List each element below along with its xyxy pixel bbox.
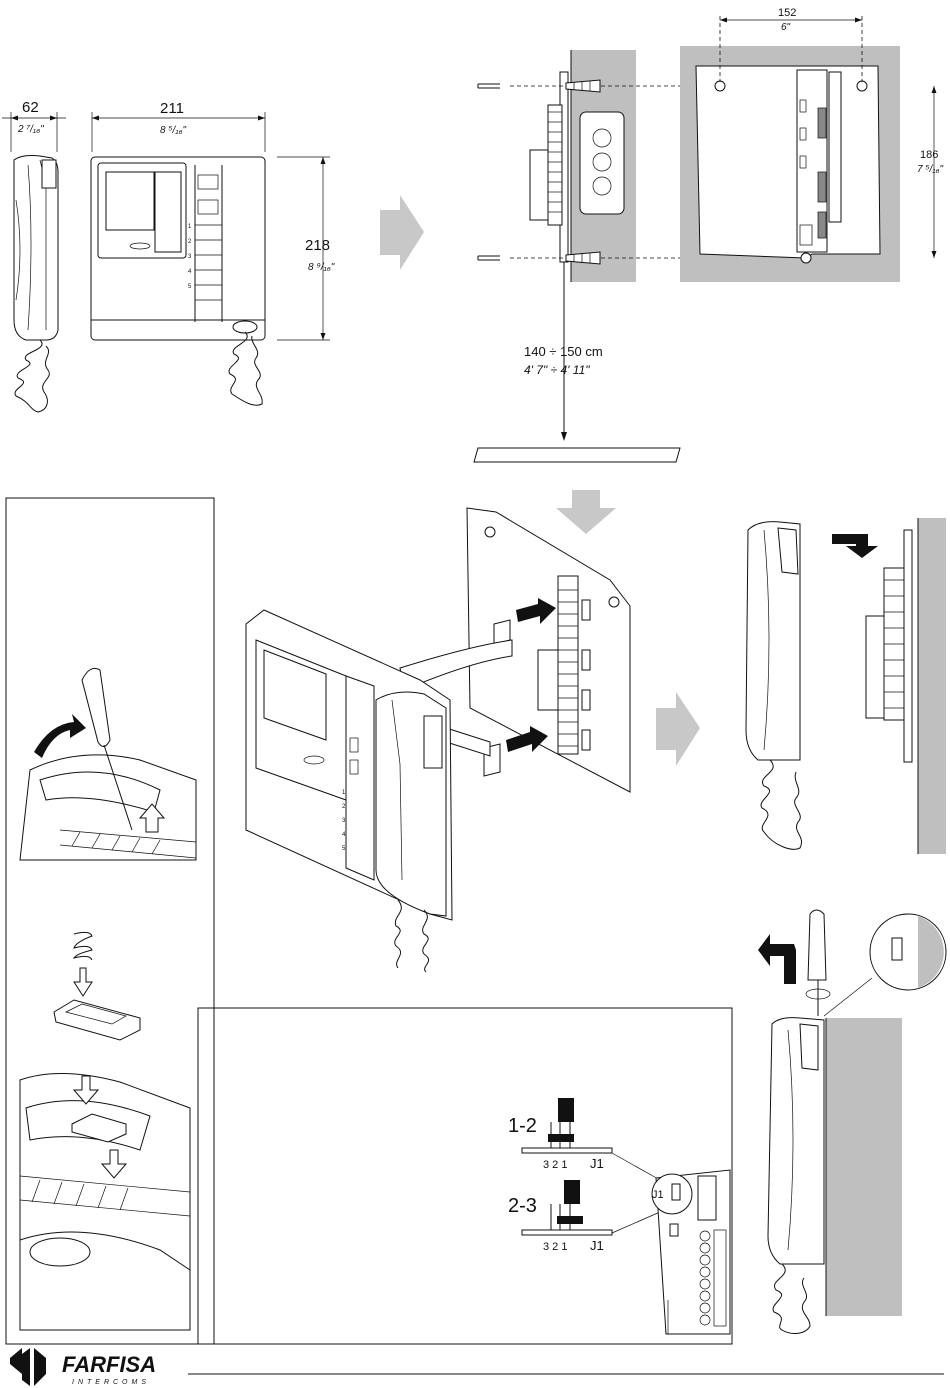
pins-b: 3 2 1	[543, 1241, 567, 1253]
jumper-panel	[198, 1008, 732, 1344]
mounting-plate-front: 152 6" 186 7 ⁵/₁₆"	[680, 7, 944, 282]
hook-down-arrow	[832, 534, 878, 558]
cap-insert-step	[20, 1073, 190, 1330]
board-jumper-label: J1	[652, 1189, 664, 1201]
width-value: 211	[160, 100, 184, 117]
hook-up-arrow	[758, 934, 796, 984]
monitor-handset-cord	[229, 332, 262, 405]
plate-height-inch: 7 ⁵/₁₆"	[917, 164, 944, 175]
jumper-setting-a: 1-2	[508, 1115, 537, 1137]
handset-side-view: 62 2 ⁷/₁₆"	[2, 99, 66, 412]
pins-a: 3 2 1	[543, 1159, 567, 1171]
wall-box-section: 140 ÷ 150 cm 4' 7" ÷ 4' 11"	[474, 50, 700, 462]
height-inch: 8 ⁹/₁₆"	[308, 262, 335, 273]
removal-step	[758, 910, 946, 1333]
width-inch: 8 ⁵/₁₆"	[160, 125, 187, 136]
jumper-setting-b: 2-3	[508, 1195, 537, 1217]
circuit-board-detail: J1	[652, 1170, 730, 1334]
jumper-1-2: 1-2 3 2 1 J1	[508, 1098, 660, 1180]
step-arrow-down	[556, 490, 616, 534]
jumper-2-3: 2-3 3 2 1 J1	[508, 1180, 660, 1253]
step-arrow-right-2	[656, 692, 700, 766]
mounting-height-imperial: 4' 7" ÷ 4' 11"	[524, 363, 590, 377]
plate-height-value: 186	[920, 149, 938, 161]
installed-side-view	[746, 518, 946, 854]
depth-value: 62	[22, 99, 39, 116]
spring-cap-step	[54, 932, 140, 1040]
jumper-name-b: J1	[590, 1238, 604, 1253]
floor-plane	[474, 448, 680, 462]
hole-spacing-value: 152	[778, 7, 796, 19]
brand-sub: INTERCOMS	[72, 1379, 150, 1386]
monitor-front-view: 211 8 ⁵/₁₆" 1 2 3 4 5	[91, 100, 335, 405]
mounting-height-metric: 140 ÷ 150 cm	[524, 344, 603, 359]
height-value: 218	[305, 237, 330, 254]
screwdriver-prying-step	[20, 668, 196, 860]
step-arrow-right-1	[380, 195, 424, 270]
brand-name: FARFISA	[62, 1352, 156, 1377]
handset-cord-left	[15, 340, 49, 412]
depth-inch: 2 ⁷/₁₆"	[17, 124, 44, 135]
farfisa-logo: FARFISA INTERCOMS	[10, 1348, 944, 1386]
hole-spacing-inch: 6"	[781, 22, 791, 33]
jumper-name-a: J1	[590, 1156, 604, 1171]
